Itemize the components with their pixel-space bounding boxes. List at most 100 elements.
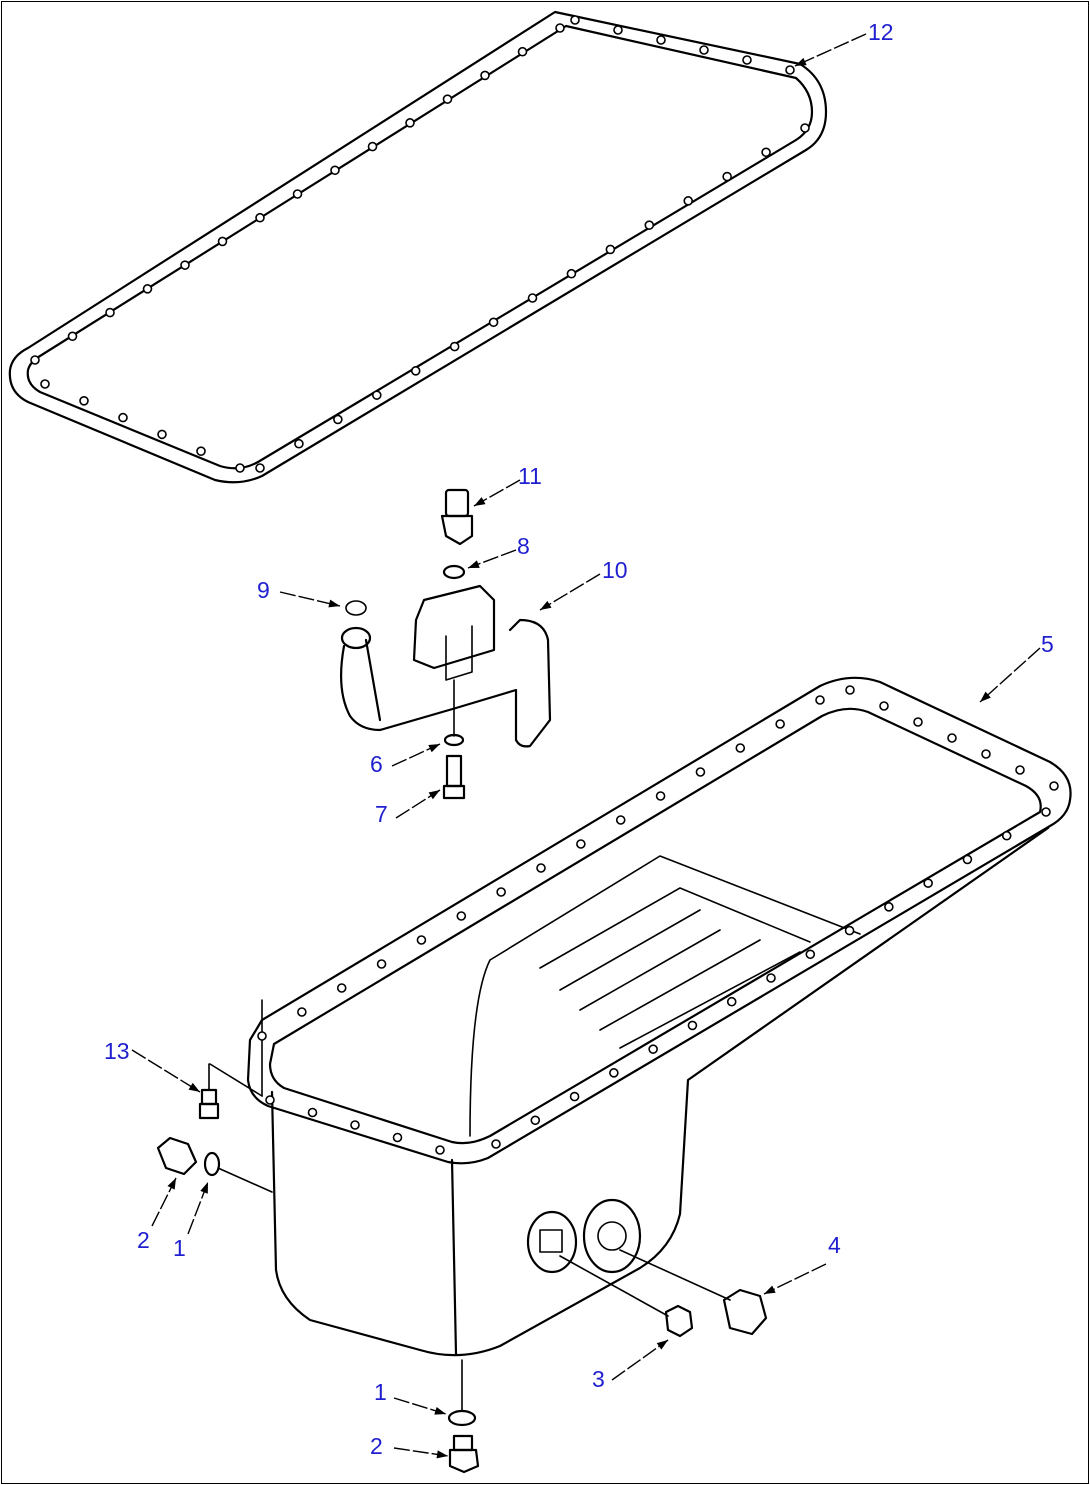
leader-line xyxy=(611,1339,669,1381)
bolt-hole xyxy=(40,379,50,389)
leader-arrowhead xyxy=(468,560,480,568)
side-plug-axis xyxy=(217,1167,273,1193)
bolt-hole xyxy=(292,189,303,199)
callout-12: 12 xyxy=(868,19,894,45)
leader-arrowhead xyxy=(434,1406,446,1415)
bolt-hole xyxy=(294,438,304,449)
bolt-hole xyxy=(480,70,490,81)
callout-2-side: 2 xyxy=(137,1227,150,1253)
bolt-hole xyxy=(1049,781,1059,791)
bolt-hole xyxy=(555,23,565,33)
leader-arrowhead xyxy=(167,1178,176,1190)
callout-4: 4 xyxy=(828,1232,841,1258)
bolt-hole xyxy=(449,341,460,352)
bolt-hole xyxy=(1001,830,1012,841)
bolt-hole xyxy=(527,293,538,303)
bolt-hole xyxy=(656,35,666,45)
bolt-hole xyxy=(235,463,245,473)
callout-11: 11 xyxy=(518,463,542,489)
bolt-hole xyxy=(570,15,580,25)
bolt-hole xyxy=(196,446,206,457)
leader-arrowhead xyxy=(188,1082,200,1092)
bolt-hole xyxy=(371,390,382,400)
leader-line xyxy=(794,33,867,67)
leader-arrowhead xyxy=(540,600,552,610)
bolt-hole xyxy=(962,854,973,865)
callout-1-side: 1 xyxy=(173,1235,186,1261)
oil-pan xyxy=(209,676,1072,1357)
bolt-hole xyxy=(297,1007,307,1017)
bolt-hole xyxy=(648,1044,658,1054)
bolt-hole xyxy=(255,463,265,473)
leader-arrowhead xyxy=(764,1285,776,1294)
bolt-hole xyxy=(255,212,265,223)
bolt-hole xyxy=(392,1132,403,1143)
leader-arrowhead xyxy=(980,691,991,702)
bolt-hole xyxy=(766,973,776,983)
plug-4-axis xyxy=(619,1249,731,1301)
bolt-hole xyxy=(67,331,78,342)
oil-pan-gasket xyxy=(8,10,828,484)
bolt-hole xyxy=(683,196,694,206)
leader-arrowhead xyxy=(200,1182,208,1194)
bolt-hole xyxy=(879,701,889,711)
bolt-hole xyxy=(884,902,894,912)
leader-arrowhead xyxy=(474,497,486,506)
leader-line xyxy=(131,1049,201,1093)
bolt-hole xyxy=(330,165,340,176)
leader-line xyxy=(763,1263,827,1295)
plug-13 xyxy=(198,1063,220,1120)
bolt-hole xyxy=(722,171,732,182)
bolt-hole xyxy=(981,749,991,759)
callout-1-bottom: 1 xyxy=(374,1379,387,1405)
washer-1-side xyxy=(203,1151,221,1177)
bolt-hole xyxy=(336,983,347,993)
leader-arrowhead xyxy=(436,1450,448,1459)
callout-5: 5 xyxy=(1041,631,1054,657)
bolt-hole xyxy=(376,959,387,969)
leader-arrowhead xyxy=(428,790,440,800)
leader-lines xyxy=(131,33,1041,1459)
bolt-hole xyxy=(217,236,228,247)
bolt-hole xyxy=(350,1120,360,1130)
washer-1-bottom xyxy=(447,1409,477,1427)
callout-13: 13 xyxy=(104,1038,130,1064)
bolt-hole xyxy=(435,1145,445,1155)
bolt-hole xyxy=(536,863,546,873)
callout-3: 3 xyxy=(592,1366,605,1392)
bolt-hole xyxy=(1015,765,1025,775)
bolt-hole xyxy=(367,141,378,152)
bolt-hole xyxy=(456,911,467,921)
bolt-hole xyxy=(844,925,855,936)
bolt-hole xyxy=(609,1068,619,1078)
bolt-hole xyxy=(805,949,816,960)
bolt-7 xyxy=(442,754,466,800)
drain-plug-2-bottom xyxy=(448,1434,480,1474)
bolt-hole xyxy=(1041,807,1051,817)
oil-strainer xyxy=(340,584,552,748)
bolt-hole xyxy=(496,887,506,897)
sensor-plug-11 xyxy=(440,488,474,546)
bolt-hole xyxy=(257,1031,267,1041)
bolt-hole xyxy=(491,1139,501,1149)
bolt-hole xyxy=(517,46,528,57)
bolt-hole xyxy=(644,220,655,230)
leader-arrowhead xyxy=(795,57,807,66)
bolt-hole xyxy=(699,45,709,55)
bolt-hole xyxy=(613,25,623,35)
bolt-hole xyxy=(530,1115,541,1126)
bolt-hole xyxy=(687,1020,698,1031)
bolt-hole xyxy=(726,996,737,1007)
bolt-hole xyxy=(442,94,453,104)
leader-arrowhead xyxy=(328,599,340,608)
leader-arrowhead xyxy=(428,744,440,753)
callout-2-bottom: 2 xyxy=(370,1433,383,1459)
callout-8: 8 xyxy=(517,533,530,559)
callout-9: 9 xyxy=(257,577,270,603)
bolt-hole xyxy=(923,878,933,888)
bolt-hole xyxy=(615,815,626,825)
bolt-hole xyxy=(569,1091,580,1102)
plug-3-axis xyxy=(559,1255,669,1317)
bolt-hole xyxy=(913,717,923,727)
